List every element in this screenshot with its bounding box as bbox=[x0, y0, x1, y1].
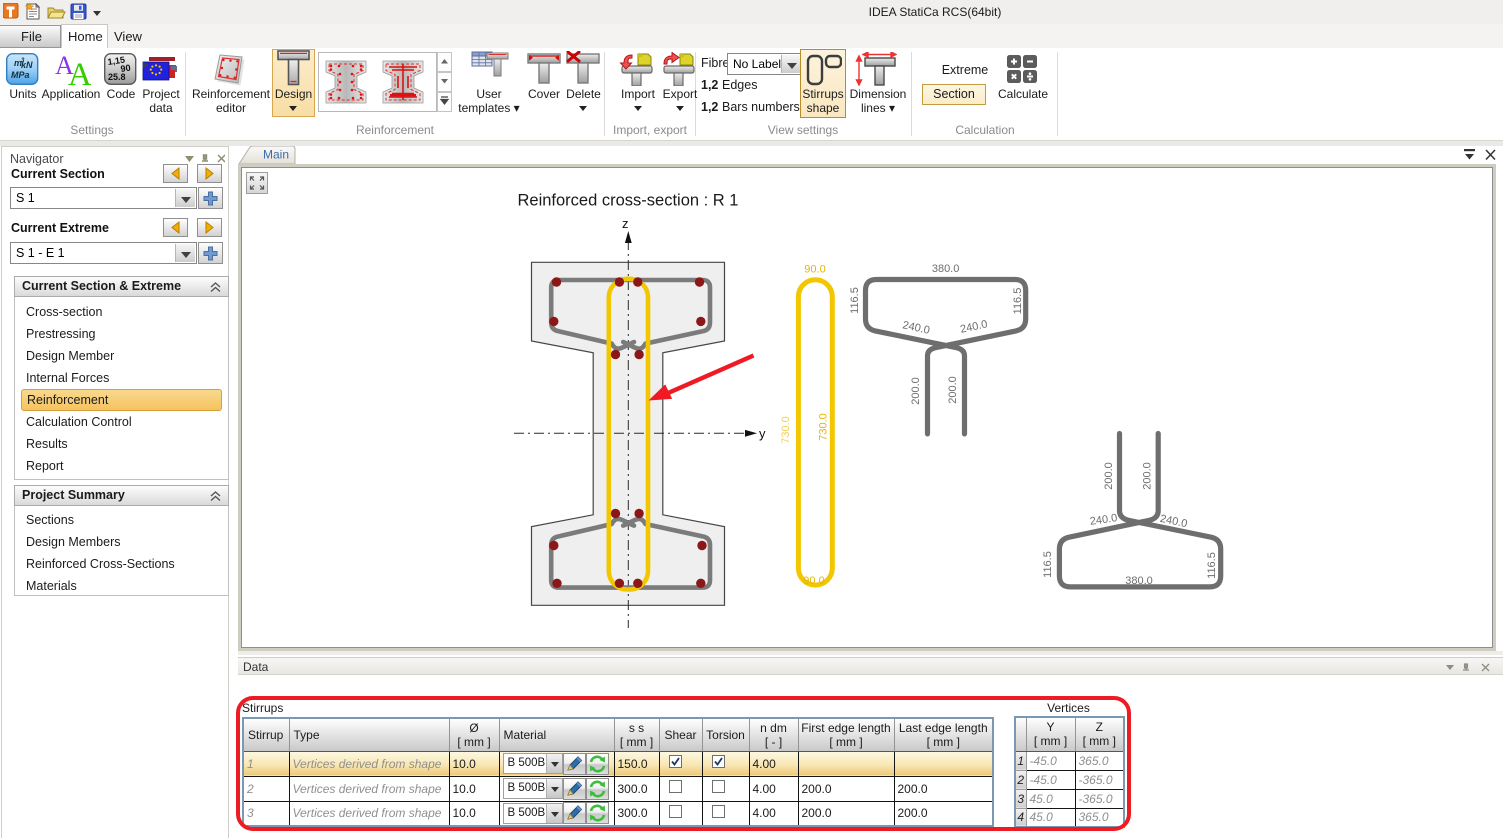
svg-text:A: A bbox=[55, 52, 74, 80]
svg-text:116.5: 116.5 bbox=[1206, 552, 1218, 579]
svg-text:240.0: 240.0 bbox=[1089, 512, 1118, 528]
svg-text:116.5: 116.5 bbox=[849, 287, 861, 314]
svg-text:kN: kN bbox=[21, 60, 33, 70]
svg-text:m: m bbox=[14, 58, 22, 68]
svg-text:Reinforced cross-section : R 1: Reinforced cross-section : R 1 bbox=[517, 192, 738, 210]
svg-text:MPa: MPa bbox=[11, 70, 30, 80]
svg-text:200.0: 200.0 bbox=[1103, 462, 1115, 490]
svg-text:240.0: 240.0 bbox=[959, 318, 988, 335]
svg-text:3: 3 bbox=[21, 58, 25, 64]
svg-text:A: A bbox=[68, 57, 91, 86]
svg-text:380.0: 380.0 bbox=[1125, 575, 1153, 587]
svg-text:90.0: 90.0 bbox=[804, 264, 825, 276]
svg-text:y: y bbox=[759, 426, 766, 441]
svg-text:730.0: 730.0 bbox=[780, 416, 792, 444]
svg-text:200.0: 200.0 bbox=[947, 376, 959, 404]
svg-text:z: z bbox=[622, 216, 629, 231]
svg-text:1,15: 1,15 bbox=[107, 55, 126, 67]
svg-text:Main: Main bbox=[263, 148, 289, 162]
svg-text:90: 90 bbox=[120, 63, 131, 74]
svg-text:380.0: 380.0 bbox=[932, 263, 960, 275]
svg-text:116.5: 116.5 bbox=[1042, 551, 1054, 578]
svg-text:116.5: 116.5 bbox=[1012, 288, 1024, 315]
svg-text:25.8: 25.8 bbox=[108, 72, 126, 82]
svg-text:730.0: 730.0 bbox=[818, 413, 830, 441]
svg-text:240.0: 240.0 bbox=[1159, 513, 1188, 530]
svg-text:200.0: 200.0 bbox=[1142, 462, 1154, 490]
svg-text:90.0: 90.0 bbox=[803, 575, 824, 587]
svg-text:200.0: 200.0 bbox=[910, 377, 922, 405]
svg-text:240.0: 240.0 bbox=[901, 319, 930, 336]
